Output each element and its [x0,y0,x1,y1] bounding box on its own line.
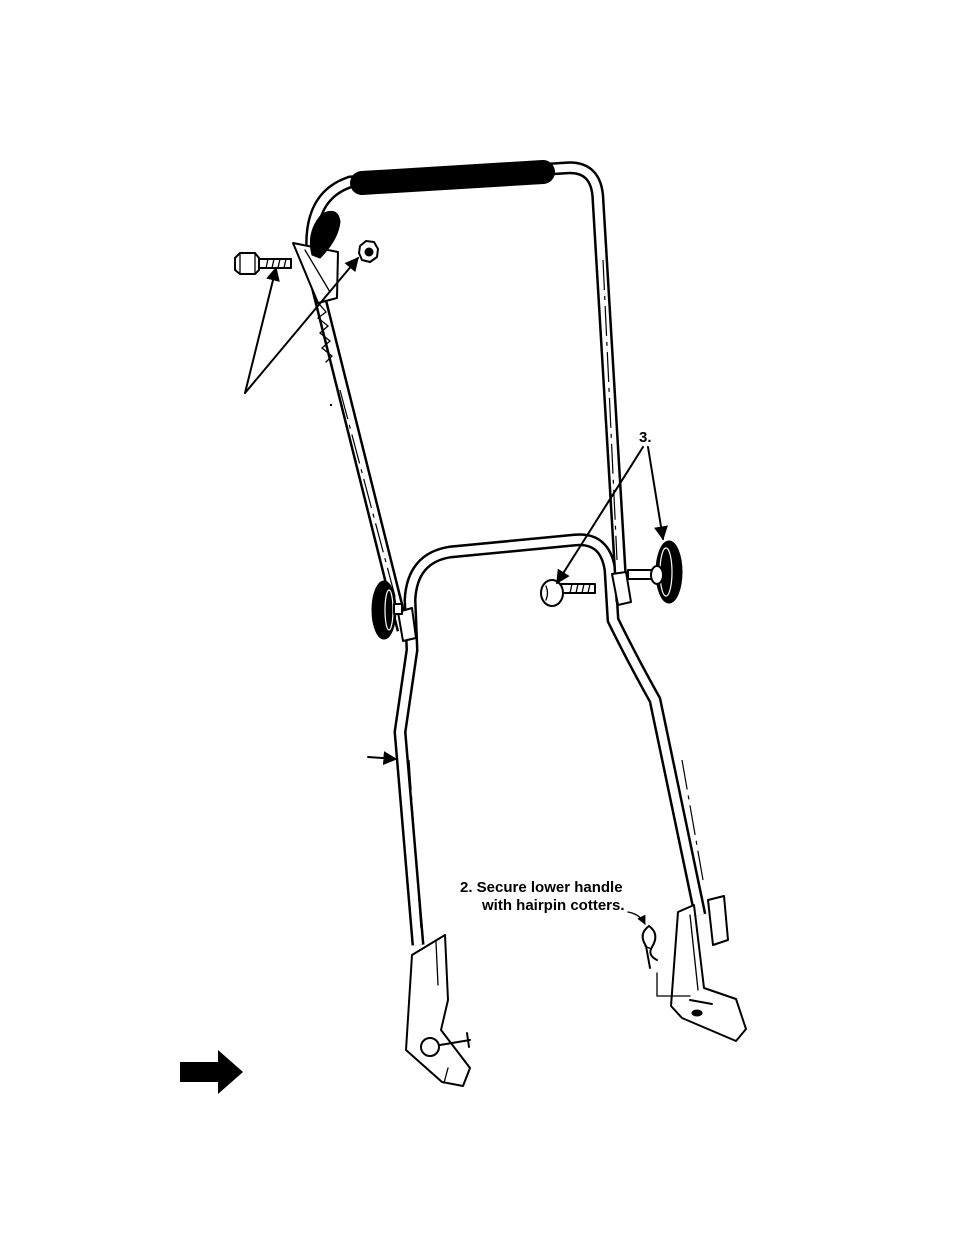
right-arrow-icon [180,1050,243,1094]
carriage-bolt [541,580,595,606]
step-2-text-line1: 2. Secure lower handle [460,879,623,896]
hairpin-leader-line [628,912,645,924]
upper-hex-bolt [235,253,291,274]
callout-3-label: 3. [639,429,652,446]
callout-3-leader-knob [648,447,663,539]
lower-handle-pointer-arrow [368,757,396,759]
left-pivot-pin [421,1038,439,1056]
upper-handle [312,168,622,630]
left-mounting-bracket [406,935,470,1086]
handle-grip [362,172,543,183]
step-2-text-line2: with hairpin cotters. [481,897,625,914]
callout-3-leader-bolt [557,447,643,583]
right-bracket-hole [692,1010,702,1016]
hairpin-cotter [643,926,657,968]
stray-mark [330,404,332,406]
right-wing-knob [628,541,682,603]
right-mounting-bracket [671,896,746,1041]
upper-hex-nut [359,241,378,262]
